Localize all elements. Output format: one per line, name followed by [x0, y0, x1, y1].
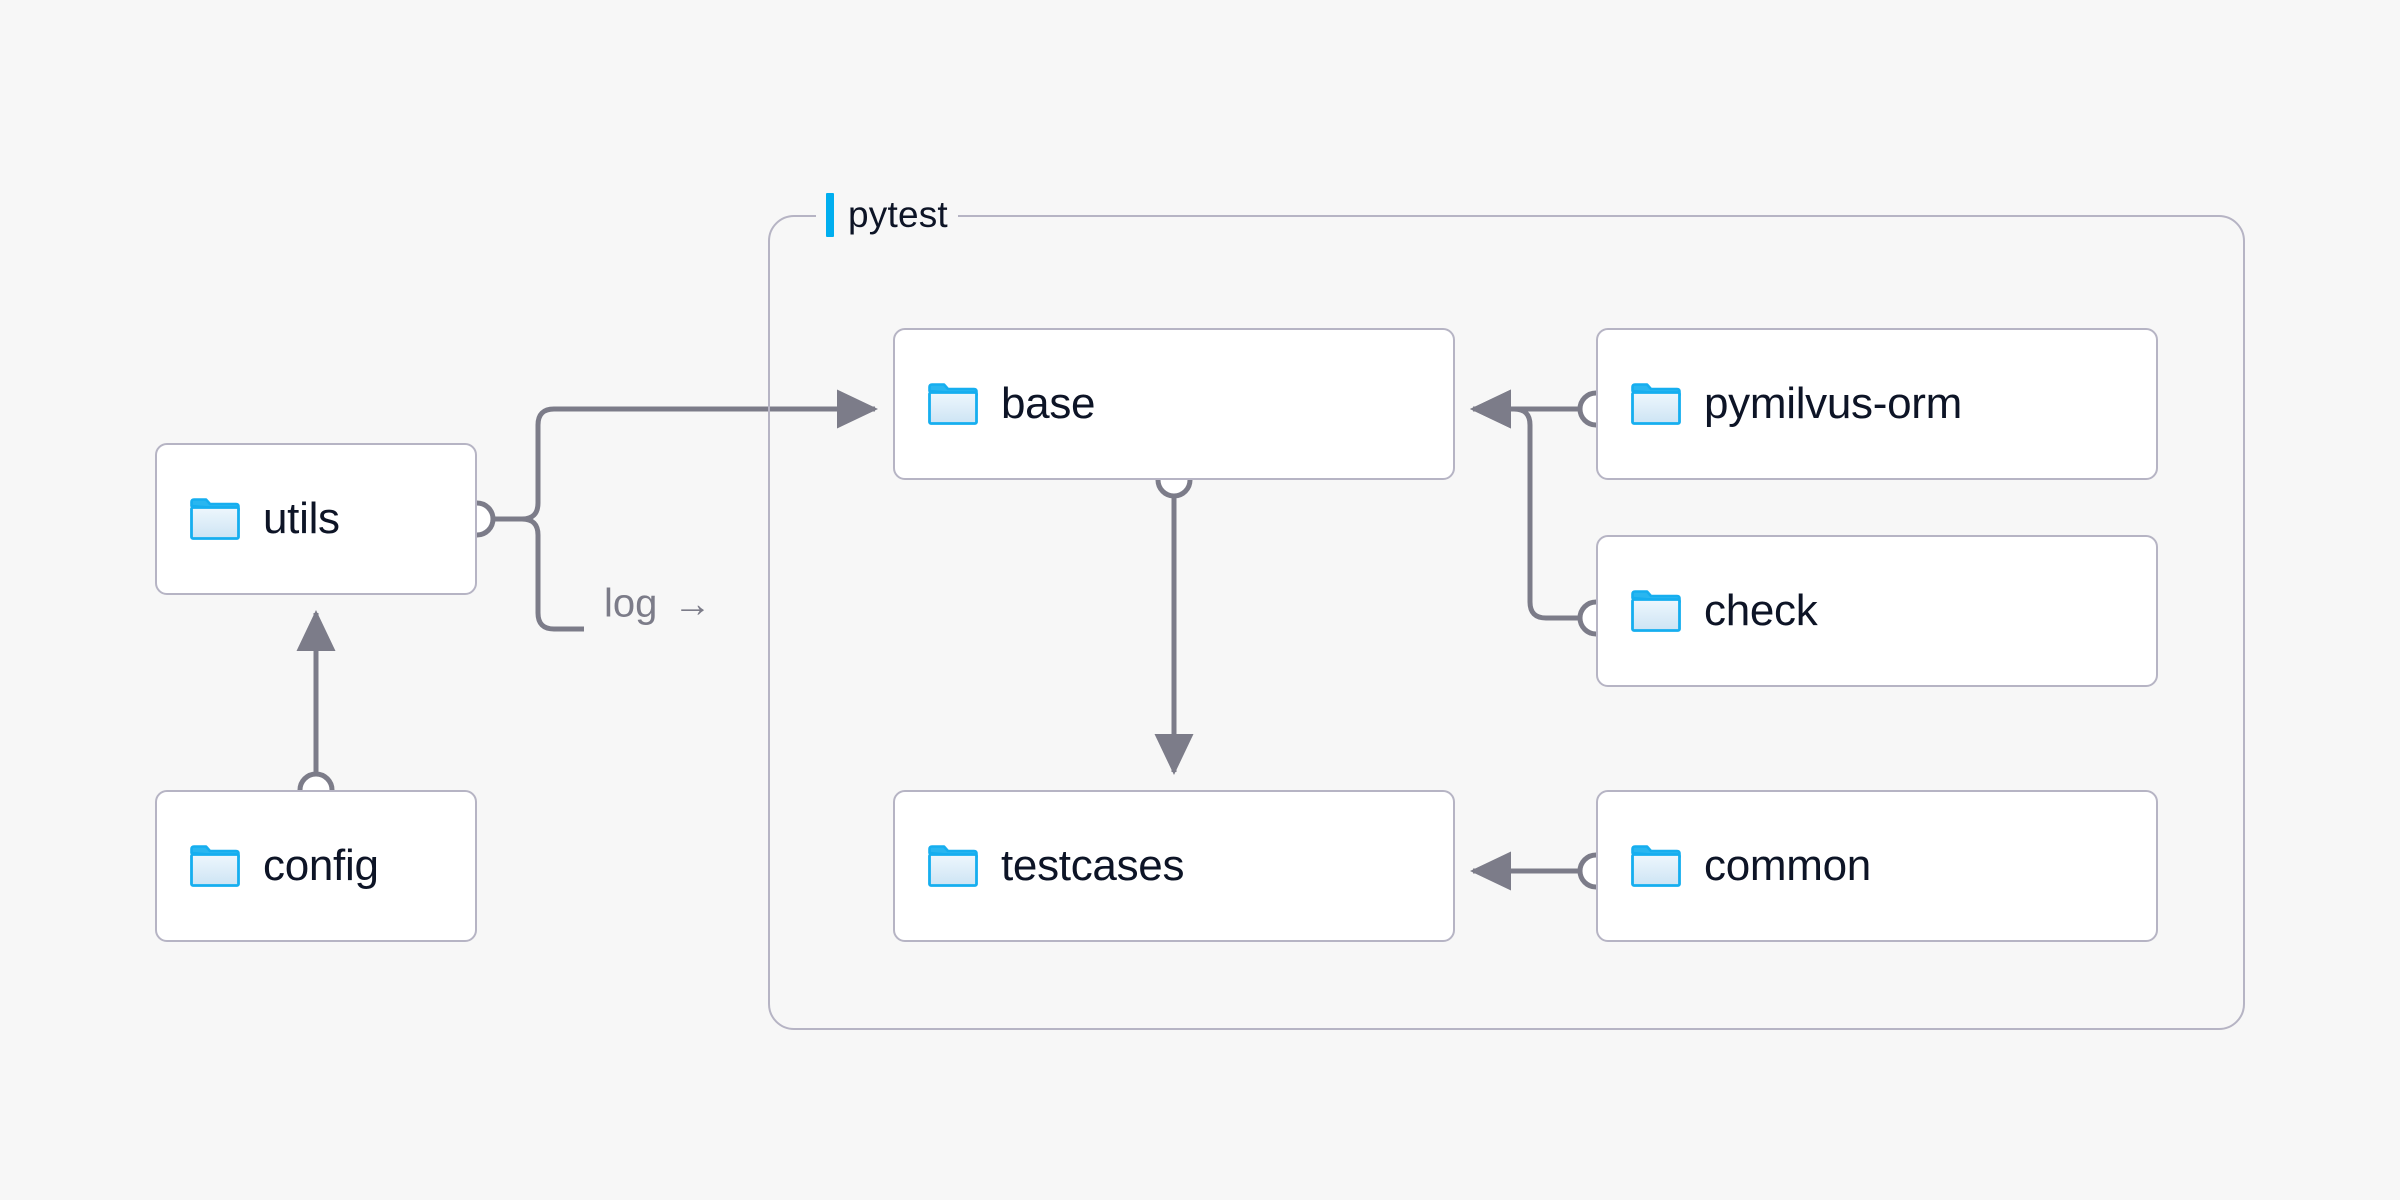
group-pytest-label: pytest — [816, 193, 958, 237]
node-label: config — [263, 841, 379, 890]
node-base[interactable]: base — [893, 328, 1455, 480]
folder-icon — [1631, 590, 1681, 632]
group-title-text: pytest — [848, 194, 948, 235]
folder-icon — [190, 845, 240, 887]
edge-label-log-text: log — [604, 581, 658, 626]
node-label: utils — [263, 494, 340, 543]
folder-icon — [1631, 845, 1681, 887]
node-pymilvus-orm[interactable]: pymilvus-orm — [1596, 328, 2158, 480]
edge-utils-to-log — [495, 516, 584, 632]
node-label: check — [1704, 586, 1818, 635]
node-label: testcases — [1001, 841, 1185, 890]
node-label: common — [1704, 841, 1871, 890]
folder-icon — [928, 845, 978, 887]
node-utils[interactable]: utils — [155, 443, 477, 595]
edge-label-log: log → — [604, 582, 711, 627]
node-check[interactable]: check — [1596, 535, 2158, 687]
node-config[interactable]: config — [155, 790, 477, 942]
node-label: pymilvus-orm — [1704, 379, 1962, 428]
node-label: base — [1001, 379, 1096, 428]
folder-icon — [928, 383, 978, 425]
node-common[interactable]: common — [1596, 790, 2158, 942]
group-accent-bar — [826, 193, 834, 237]
folder-icon — [190, 498, 240, 540]
arrow-right-icon: → — [673, 583, 712, 625]
folder-icon — [1631, 383, 1681, 425]
group-pytest[interactable] — [768, 215, 2245, 1030]
node-testcases[interactable]: testcases — [893, 790, 1455, 942]
